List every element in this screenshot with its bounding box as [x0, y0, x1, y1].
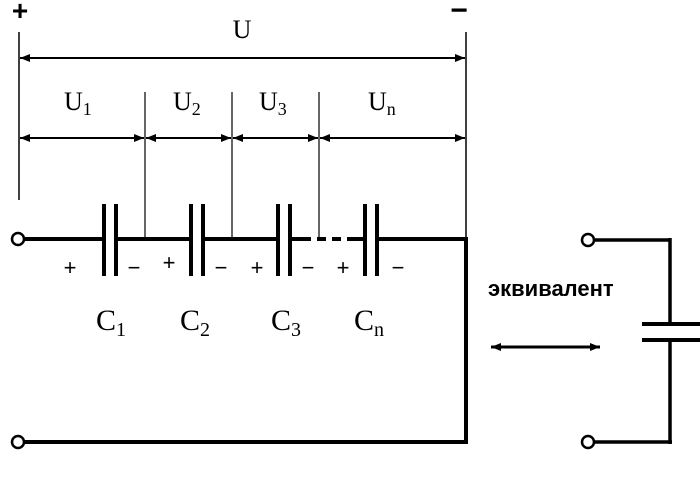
c3-minus-sign: − — [302, 255, 315, 280]
cn-minus-sign: − — [392, 255, 405, 280]
voltage-label-3: U3 — [259, 87, 287, 119]
voltage-label-n: Un — [368, 87, 396, 119]
c3-plus-sign: + — [251, 255, 264, 280]
capacitor-label-c2: C2 — [180, 304, 210, 341]
capacitor-label-c3: C3 — [271, 304, 301, 341]
equivalent-terminal-bottom — [580, 434, 596, 450]
c2-minus-sign: − — [215, 255, 228, 280]
total-minus-sign: − — [450, 0, 468, 27]
c2-plus-sign: + — [163, 250, 176, 275]
voltage-label-2: U2 — [173, 87, 201, 119]
input-terminal-bottom — [10, 434, 26, 450]
equivalent-label: эквивалент — [488, 276, 614, 301]
cn-plus-sign: + — [337, 255, 350, 280]
capacitor-label-cn: Cn — [354, 304, 384, 341]
voltage-label-1: U1 — [64, 87, 92, 119]
capacitor-label-c1: C1 — [96, 304, 126, 341]
equivalent-terminal-top — [580, 232, 596, 248]
c1-minus-sign: − — [128, 255, 141, 280]
total-plus-sign: + — [12, 0, 28, 26]
input-terminal-top — [10, 231, 26, 247]
total-voltage-label: U — [233, 15, 252, 44]
c1-plus-sign: + — [64, 255, 77, 280]
